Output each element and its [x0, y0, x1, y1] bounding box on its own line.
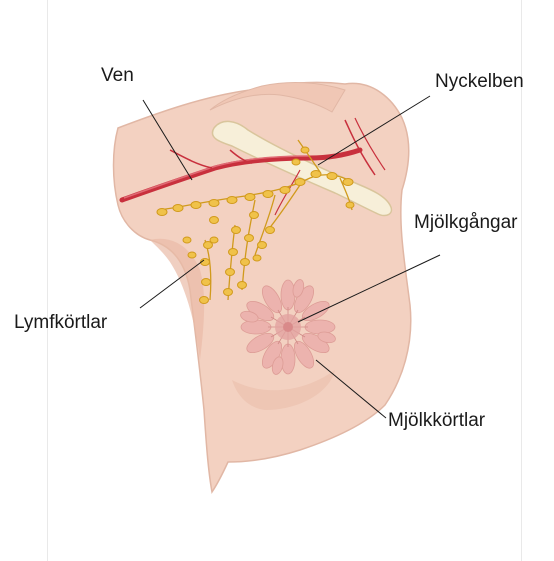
label-mjolkkortlar: Mjölkkörtlar [388, 411, 485, 430]
nipple [283, 322, 293, 332]
label-lymfkortlar: Lymfkörtlar [14, 313, 107, 332]
label-ven: Ven [101, 66, 134, 85]
label-nyckelben: Nyckelben [435, 72, 524, 91]
label-mjolkgangar: Mjölkgångar [414, 213, 518, 232]
